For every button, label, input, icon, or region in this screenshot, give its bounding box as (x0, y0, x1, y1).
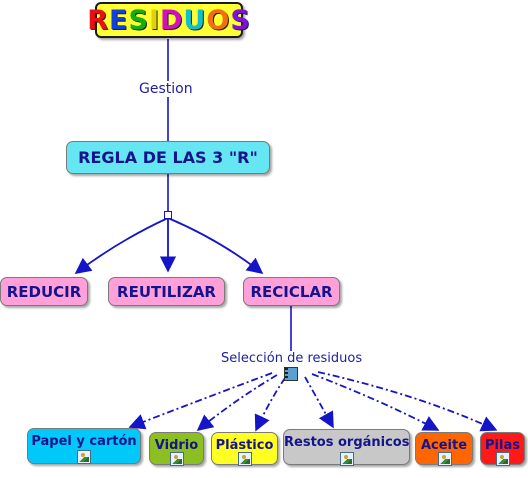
title-letter: O (206, 4, 231, 36)
image-resource-icon[interactable] (238, 452, 252, 466)
image-resource-icon[interactable] (496, 452, 510, 466)
node-vidrio[interactable]: Vidrio (149, 432, 204, 466)
node-reutilizar[interactable]: REUTILIZAR (108, 277, 225, 306)
junction-dot (164, 211, 172, 219)
image-resource-icon[interactable] (438, 452, 452, 466)
video-resource-icon[interactable] (284, 367, 298, 381)
node-aceite[interactable]: Aceite (415, 432, 473, 466)
node-plastico[interactable]: Plástico (211, 432, 278, 466)
edge-to-plastico (254, 377, 286, 432)
edge-to-aceite (311, 373, 440, 431)
node-reciclar[interactable]: RECICLAR (243, 277, 340, 306)
leaf-label: Plástico (215, 438, 274, 453)
edge-to-papel (128, 372, 273, 430)
edge-to-organicos (304, 376, 334, 429)
leaf-label: Pilas (485, 438, 520, 453)
node-restos-organicos[interactable]: Restos orgánicos (283, 429, 410, 466)
edge-to-reducir (74, 217, 169, 274)
edge-to-reciclar (167, 217, 264, 275)
image-resource-icon[interactable] (340, 452, 354, 466)
edge-to-pilas (317, 371, 498, 432)
title-letter: S (230, 4, 251, 36)
leaf-label: Papel y cartón (31, 434, 137, 449)
node-pilas[interactable]: Pilas (480, 432, 525, 466)
title-letter: U (183, 4, 207, 36)
leaf-label: Vidrio (154, 438, 199, 453)
title-letter: E (109, 4, 129, 36)
edge-to-vidrio (196, 374, 278, 432)
node-reducir[interactable]: REDUCIR (0, 277, 88, 306)
title-letter: S (128, 4, 149, 36)
title-letter: I (148, 4, 160, 36)
node-regla-3r[interactable]: REGLA DE LAS 3 "R" (66, 141, 270, 174)
image-resource-icon[interactable] (170, 452, 184, 466)
image-resource-icon[interactable] (77, 450, 91, 464)
leaf-label: Restos orgánicos (284, 435, 410, 450)
link-label-seleccion: Selección de residuos (221, 351, 363, 366)
title-letter: D (160, 4, 184, 36)
node-papel-carton[interactable]: Papel y cartón (27, 428, 141, 464)
link-label-gestion: Gestion (139, 81, 193, 97)
title-letter: R (87, 4, 110, 36)
leaf-label: Aceite (420, 438, 468, 453)
